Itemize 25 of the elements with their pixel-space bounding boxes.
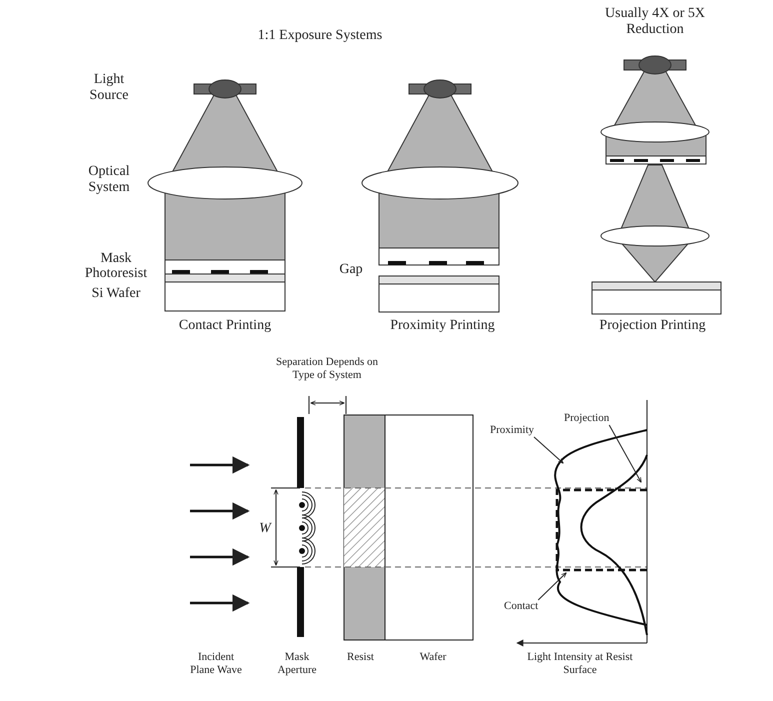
part-label: Light Source	[88, 72, 130, 104]
leader-line	[608, 424, 642, 483]
part-label: Optical System	[87, 164, 131, 196]
axis-label: Resist	[346, 651, 375, 664]
proximity-intensity-curve	[554, 429, 648, 626]
leader-line	[538, 572, 567, 600]
part-label: Si Wafer	[90, 286, 142, 302]
caption-label: Contact Printing	[178, 318, 272, 334]
heading-label: 1:1 Exposure Systems	[256, 28, 384, 44]
caption-label: Projection Printing	[598, 318, 707, 334]
axis-label: Light Intensity at Resist Surface	[526, 651, 634, 677]
axis-label: Wafer	[418, 651, 448, 664]
heading-label: Usually 4X or 5X Reduction	[604, 6, 706, 38]
caption-label: Proximity Printing	[389, 318, 496, 334]
dimension-label: W	[258, 521, 272, 537]
part-label: Gap	[338, 262, 364, 278]
part-label: Mask	[99, 251, 133, 267]
leader-line	[534, 436, 564, 464]
curve-label: Proximity	[490, 424, 534, 437]
part-label: Photoresist	[84, 266, 148, 282]
axis-label: Mask Aperture	[276, 651, 318, 677]
note-label: Separation Depends on Type of System	[274, 356, 380, 382]
curve-label: Projection	[564, 412, 610, 425]
curve-label: Contact	[504, 600, 538, 613]
axis-label: Incident Plane Wave	[190, 651, 242, 677]
